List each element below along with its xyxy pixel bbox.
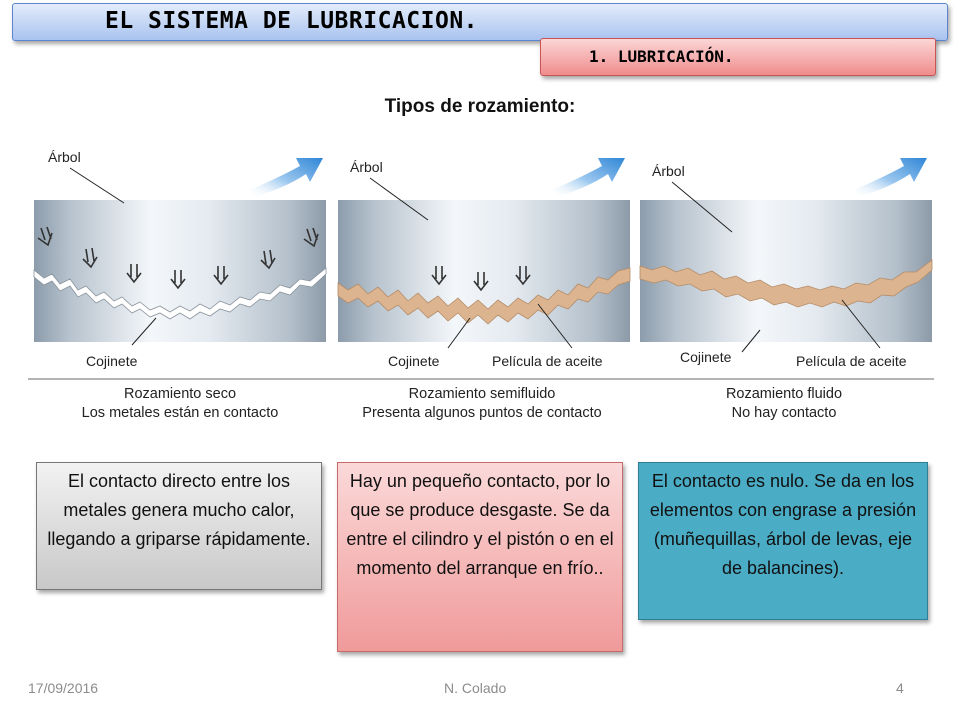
pelicula-label: Película de aceite	[492, 353, 603, 369]
footer-author: N. Colado	[444, 680, 507, 696]
slide-subtitle: 1. LUBRICACIÓN.	[589, 47, 734, 66]
cojinete-label: Cojinete	[388, 353, 440, 369]
arbol-label: Árbol	[350, 159, 383, 175]
cojinete-label: Cojinete	[680, 349, 732, 365]
pressure-arrow-icon	[37, 226, 319, 290]
subtitle-bar: 1. LUBRICACIÓN.	[540, 38, 936, 76]
caption-sub: Los metales están en contacto	[82, 405, 279, 421]
arbol-label: Árbol	[48, 149, 81, 165]
pressure-arrow-icon	[431, 266, 531, 292]
footer-page-number: 4	[896, 680, 904, 696]
caption-title: Rozamiento semifluido	[409, 386, 556, 402]
footer-date: 17/09/2016	[28, 680, 99, 696]
friction-diagram: Árbol Cojinete Rozamiento seco Los metal…	[28, 149, 934, 421]
title-bar: EL SISTEMA DE LUBRICACION.	[12, 3, 948, 41]
panel-dry: Árbol Cojinete Rozamiento seco Los metal…	[33, 149, 327, 421]
note-fluid: El contacto es nulo. Se da en los elemen…	[638, 462, 928, 620]
arbol-label: Árbol	[652, 163, 685, 179]
shaft-block	[34, 200, 326, 342]
motion-arrow-icon	[854, 158, 927, 197]
caption-title: Rozamiento seco	[124, 386, 236, 402]
panel-fluid: Árbol Cojinete Película de aceite Rozami…	[639, 158, 933, 421]
section-heading: Tipos de rozamiento:	[384, 96, 576, 117]
caption-title: Rozamiento fluido	[726, 386, 842, 402]
motion-arrow-icon	[552, 158, 625, 197]
caption-sub: Presenta algunos puntos de contacto	[362, 405, 601, 421]
oil-film	[639, 259, 933, 308]
panel-semifluid: Árbol Cojinete Película de aceite Rozami…	[337, 158, 631, 421]
oil-film	[337, 267, 631, 325]
slide-title: EL SISTEMA DE LUBRICACION.	[105, 8, 479, 34]
caption-sub: No hay contacto	[732, 405, 837, 421]
pelicula-label: Película de aceite	[796, 353, 907, 369]
cojinete-label: Cojinete	[86, 353, 138, 369]
motion-arrow-icon	[250, 158, 323, 197]
note-semifluid: Hay un pequeño contacto, por lo que se p…	[337, 462, 623, 652]
note-dry: El contacto directo entre los metales ge…	[36, 462, 322, 590]
dry-contact-gap	[33, 267, 327, 320]
